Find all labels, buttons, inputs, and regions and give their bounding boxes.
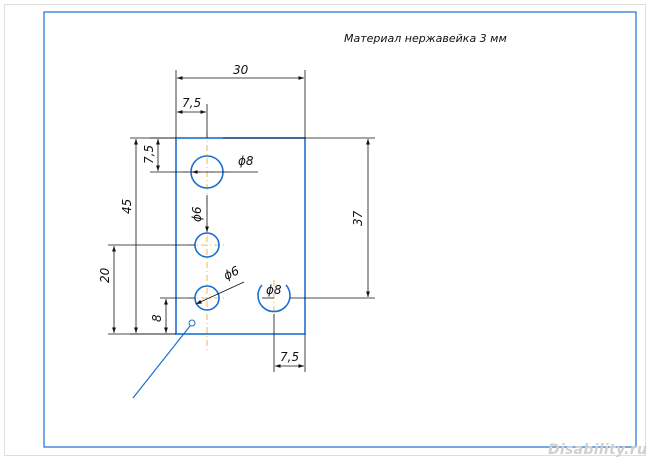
dim-width: 30 <box>175 63 306 138</box>
center-lines <box>183 132 275 350</box>
dim-dia-top: ϕ8 <box>192 154 258 174</box>
leader-line <box>132 319 196 399</box>
watermark: Disability.ru <box>548 442 647 458</box>
dim-hole-offset-right-label: 7,5 <box>280 350 299 364</box>
dim-dia-bottom-right: ϕ8 <box>262 283 282 299</box>
dim-height-45: 45 <box>120 137 176 335</box>
dim-dia-bottom-right-label: ϕ8 <box>266 283 282 297</box>
hole-bottom-right <box>257 284 291 313</box>
dim-spacing-37: 37 <box>223 137 375 299</box>
dim-height-20-label: 20 <box>98 267 112 283</box>
dim-dia-bottom-left-label: ϕ6 <box>221 263 241 282</box>
material-note: Материал нержавейка 3 мм <box>344 32 507 45</box>
dim-hole-offset-left: 7,5 <box>177 96 208 138</box>
dim-width-label: 30 <box>233 63 249 77</box>
sheet-outer-border <box>4 4 646 456</box>
dim-dia-top-label: ϕ8 <box>238 154 254 168</box>
dim-height-8-label: 8 <box>150 314 164 322</box>
dim-hole-offset-top-label: 7,5 <box>142 145 156 164</box>
dim-hole-offset-left-label: 7,5 <box>182 96 201 110</box>
dim-spacing-37-label: 37 <box>351 210 365 226</box>
drawing-frame <box>43 11 637 448</box>
dim-height-45-label: 45 <box>120 199 134 214</box>
dim-hole-offset-right: 7,5 <box>273 314 306 372</box>
dim-height-20: 20 <box>98 244 195 335</box>
dim-height-8: 8 <box>150 297 195 333</box>
dim-dia-middle: ϕ6 <box>190 195 209 232</box>
dim-dia-bottom-left: ϕ6 <box>195 263 245 305</box>
dim-dia-middle-label: ϕ6 <box>190 206 204 222</box>
